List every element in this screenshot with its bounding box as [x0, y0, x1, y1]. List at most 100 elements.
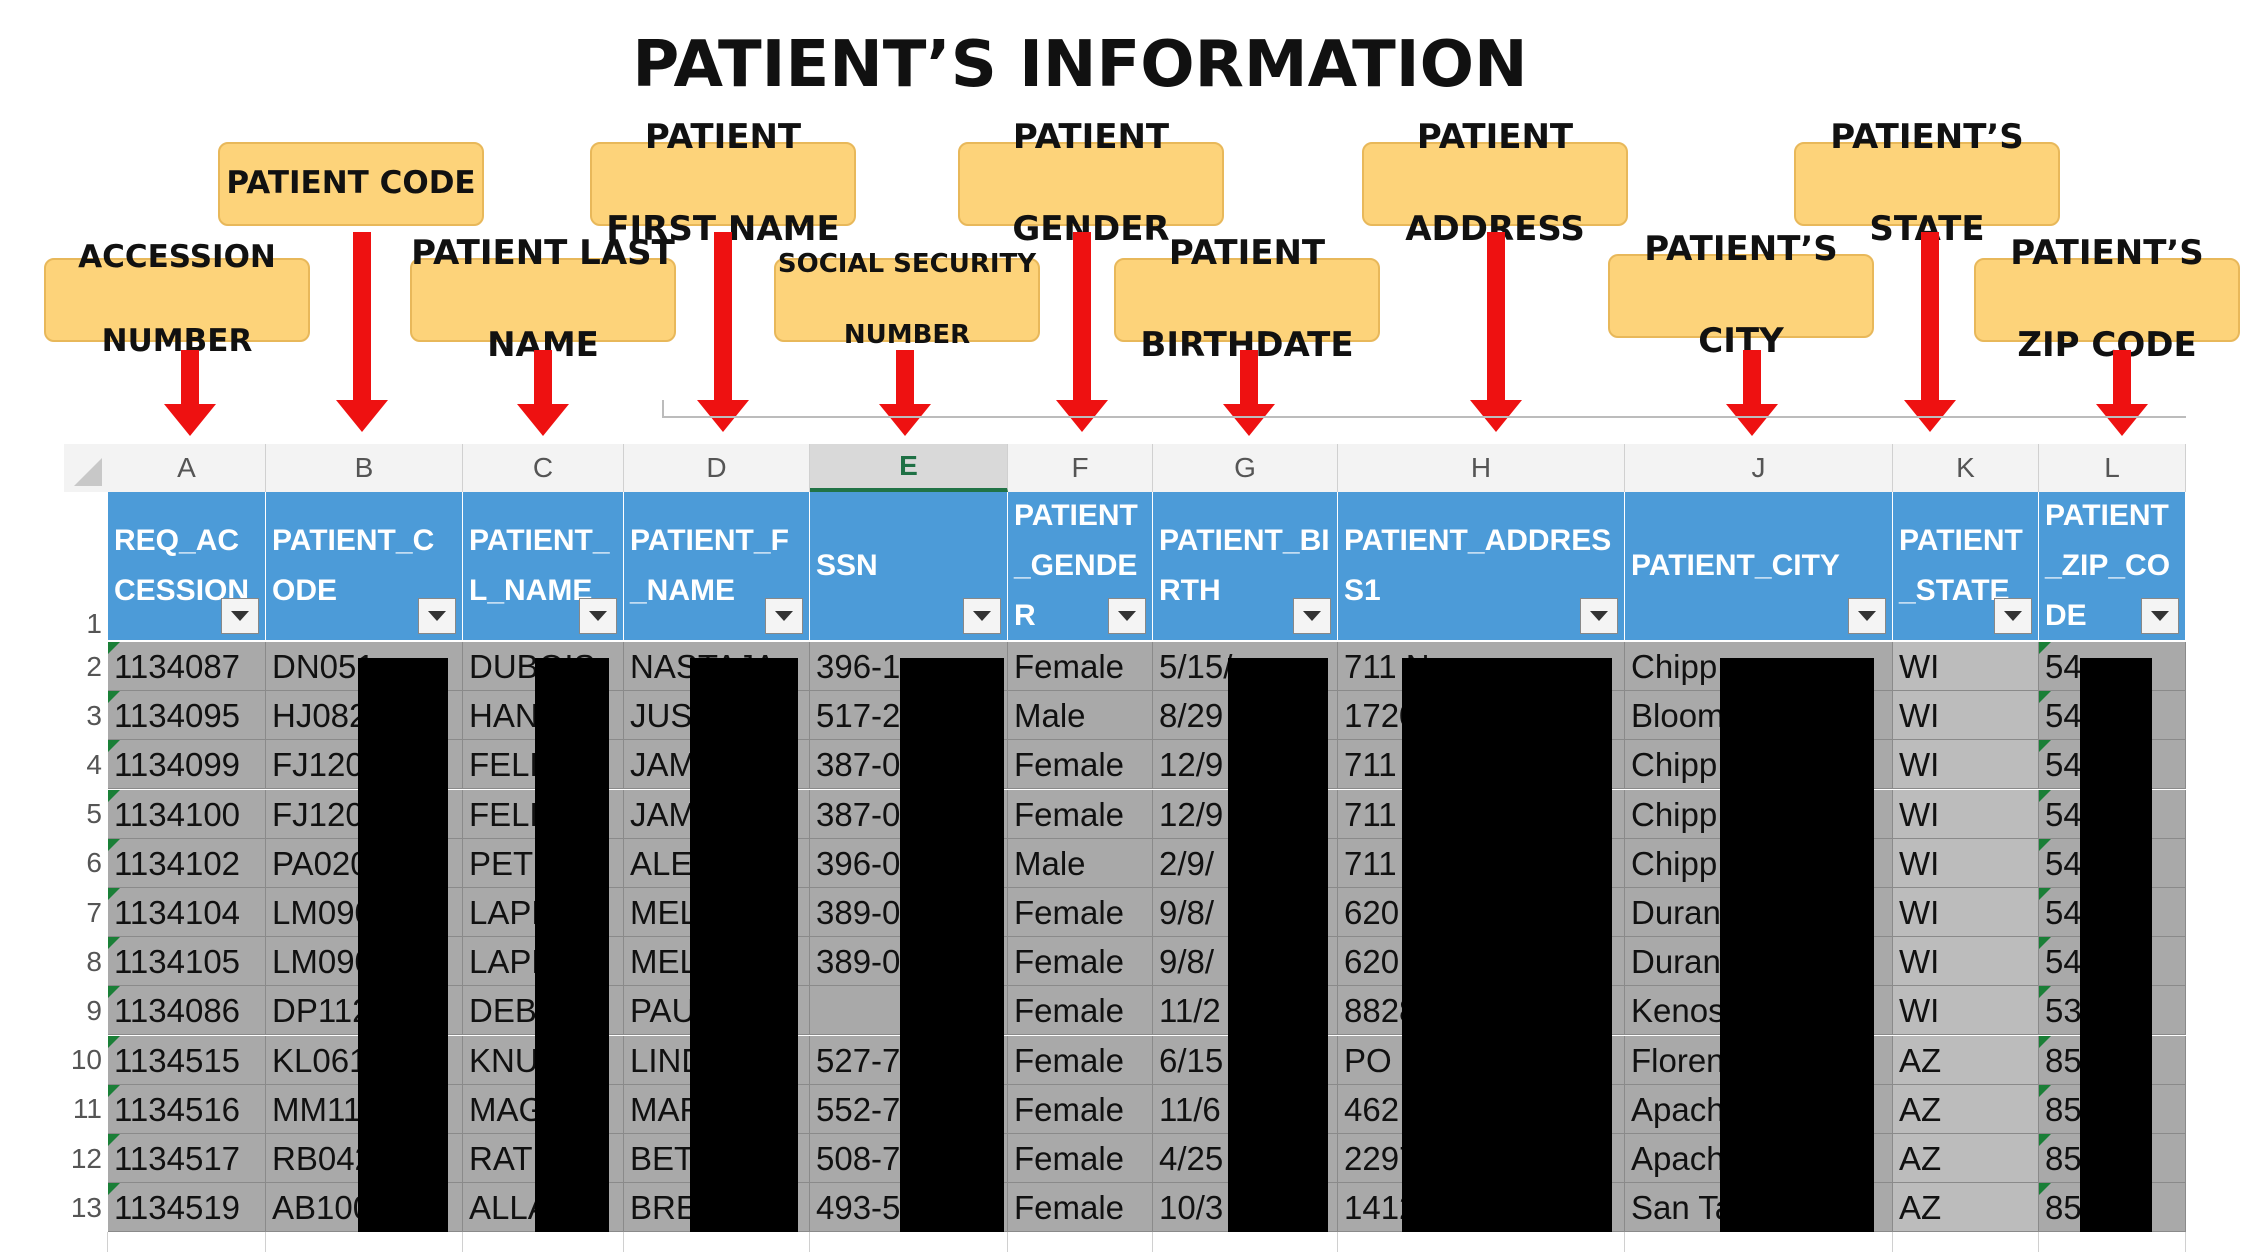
- table-cell[interactable]: WI: [1893, 937, 2039, 987]
- filter-dropdown-button[interactable]: [1108, 598, 1146, 634]
- filter-arrow-icon: [2151, 611, 2169, 621]
- arrow-ssn: [875, 350, 935, 436]
- header-cell-D[interactable]: PATIENT_F_NAME: [624, 492, 810, 640]
- error-indicator-icon: [108, 888, 120, 900]
- table-cell[interactable]: AZ: [1893, 1084, 2039, 1134]
- row-number[interactable]: 12: [56, 1134, 108, 1184]
- table-cell[interactable]: WI: [1893, 789, 2039, 839]
- column-header-L[interactable]: L: [2039, 444, 2186, 492]
- table-cell[interactable]: 1134100: [108, 789, 266, 839]
- row-number[interactable]: 6: [56, 838, 108, 888]
- table-cell[interactable]: WI: [1893, 642, 2039, 691]
- arrow-first-name: [693, 232, 753, 432]
- select-all-icon: [74, 458, 102, 486]
- header-label: PATIENT_GENDER: [1014, 499, 1138, 632]
- table-cell[interactable]: Female: [1008, 789, 1153, 839]
- table-cell[interactable]: Female: [1008, 937, 1153, 987]
- row-number[interactable]: 2: [56, 642, 108, 692]
- filter-dropdown-button[interactable]: [1848, 598, 1886, 634]
- table-cell[interactable]: Female: [1008, 1035, 1153, 1085]
- select-all-corner[interactable]: [64, 444, 108, 492]
- row-number[interactable]: 5: [56, 789, 108, 839]
- header-cell-B[interactable]: PATIENT_CODE: [266, 492, 463, 640]
- filter-dropdown-button[interactable]: [963, 598, 1001, 634]
- row-number[interactable]: 13: [56, 1183, 108, 1233]
- column-header-A[interactable]: A: [108, 444, 266, 492]
- column-header-H[interactable]: H: [1338, 444, 1625, 492]
- arrow-shaft: [1921, 232, 1939, 404]
- table-cell[interactable]: 1134516: [108, 1084, 266, 1134]
- column-header-C[interactable]: C: [463, 444, 624, 492]
- header-cell-E[interactable]: SSN: [810, 492, 1008, 640]
- column-header-J[interactable]: J: [1625, 444, 1893, 492]
- filter-dropdown-button[interactable]: [2141, 598, 2179, 634]
- table-cell[interactable]: 1134519: [108, 1183, 266, 1233]
- table-cell[interactable]: WI: [1893, 838, 2039, 888]
- filter-arrow-icon: [589, 611, 607, 621]
- row-number[interactable]: 11: [56, 1084, 108, 1134]
- group-bracket-line: [662, 416, 2186, 418]
- table-cell[interactable]: Female: [1008, 740, 1153, 790]
- table-cell[interactable]: 1134105: [108, 937, 266, 987]
- table-cell[interactable]: WI: [1893, 888, 2039, 937]
- table-cell[interactable]: 1134095: [108, 691, 266, 741]
- table-cell[interactable]: WI: [1893, 986, 2039, 1036]
- column-header-B[interactable]: B: [266, 444, 463, 492]
- row-number[interactable]: 10: [56, 1035, 108, 1085]
- column-header-F[interactable]: F: [1008, 444, 1153, 492]
- filter-dropdown-button[interactable]: [765, 598, 803, 634]
- header-cell-F[interactable]: PATIENT_GENDER: [1008, 492, 1153, 640]
- table-cell[interactable]: AZ: [1893, 1134, 2039, 1183]
- table-cell[interactable]: 1134517: [108, 1134, 266, 1183]
- column-header-D[interactable]: D: [624, 444, 810, 492]
- filter-dropdown-button[interactable]: [579, 598, 617, 634]
- column-header-G[interactable]: G: [1153, 444, 1338, 492]
- filter-dropdown-button[interactable]: [1580, 598, 1618, 634]
- table-cell[interactable]: Female: [1008, 1183, 1153, 1233]
- header-cell-H[interactable]: PATIENT_ADDRESS1: [1338, 492, 1625, 640]
- table-cell[interactable]: 1134515: [108, 1035, 266, 1085]
- filter-dropdown-button[interactable]: [1994, 598, 2032, 634]
- arrow-head-icon: [336, 400, 388, 432]
- header-cell-J[interactable]: PATIENT_CITY: [1625, 492, 1893, 640]
- row-number[interactable]: 3: [56, 691, 108, 741]
- header-cell-C[interactable]: PATIENT_L_NAME: [463, 492, 624, 640]
- table-cell[interactable]: Female: [1008, 986, 1153, 1036]
- table-cell[interactable]: AZ: [1893, 1183, 2039, 1233]
- table-cell[interactable]: 1134087: [108, 642, 266, 691]
- row-number[interactable]: 9: [56, 986, 108, 1036]
- arrow-birthdate: [1219, 350, 1279, 436]
- column-header-K[interactable]: K: [1893, 444, 2039, 492]
- arrow-city: [1722, 350, 1782, 436]
- header-cell-L[interactable]: PATIENT_ZIP_CODE: [2039, 492, 2186, 640]
- filter-arrow-icon: [775, 611, 793, 621]
- table-cell[interactable]: 1134102: [108, 838, 266, 888]
- table-cell[interactable]: Male: [1008, 838, 1153, 888]
- table-cell[interactable]: WI: [1893, 740, 2039, 790]
- table-cell[interactable]: Female: [1008, 888, 1153, 937]
- filter-dropdown-button[interactable]: [418, 598, 456, 634]
- row-number[interactable]: 4: [56, 740, 108, 790]
- filter-dropdown-button[interactable]: [221, 598, 259, 634]
- error-indicator-icon: [2039, 986, 2051, 999]
- row-number-1[interactable]: 1: [56, 492, 108, 640]
- table-cell[interactable]: 1134104: [108, 888, 266, 937]
- filter-dropdown-button[interactable]: [1293, 598, 1331, 634]
- table-cell[interactable]: AZ: [1893, 1035, 2039, 1085]
- table-cell[interactable]: 1134099: [108, 740, 266, 790]
- filter-arrow-icon: [973, 611, 991, 621]
- table-cell[interactable]: Female: [1008, 1134, 1153, 1183]
- table-cell[interactable]: Female: [1008, 642, 1153, 691]
- table-cell[interactable]: 1134086: [108, 986, 266, 1036]
- table-cell[interactable]: WI: [1893, 691, 2039, 741]
- row-number[interactable]: 7: [56, 888, 108, 938]
- header-cell-A[interactable]: REQ_ACCESSION: [108, 492, 266, 640]
- table-cell[interactable]: Female: [1008, 1084, 1153, 1134]
- header-cell-K[interactable]: PATIENT_STATE: [1893, 492, 2039, 640]
- table-cell[interactable]: Male: [1008, 691, 1153, 741]
- arrow-head-icon: [164, 404, 216, 436]
- header-cell-G[interactable]: PATIENT_BIRTH: [1153, 492, 1338, 640]
- row-number[interactable]: 8: [56, 937, 108, 987]
- column-header-E[interactable]: E: [810, 444, 1008, 492]
